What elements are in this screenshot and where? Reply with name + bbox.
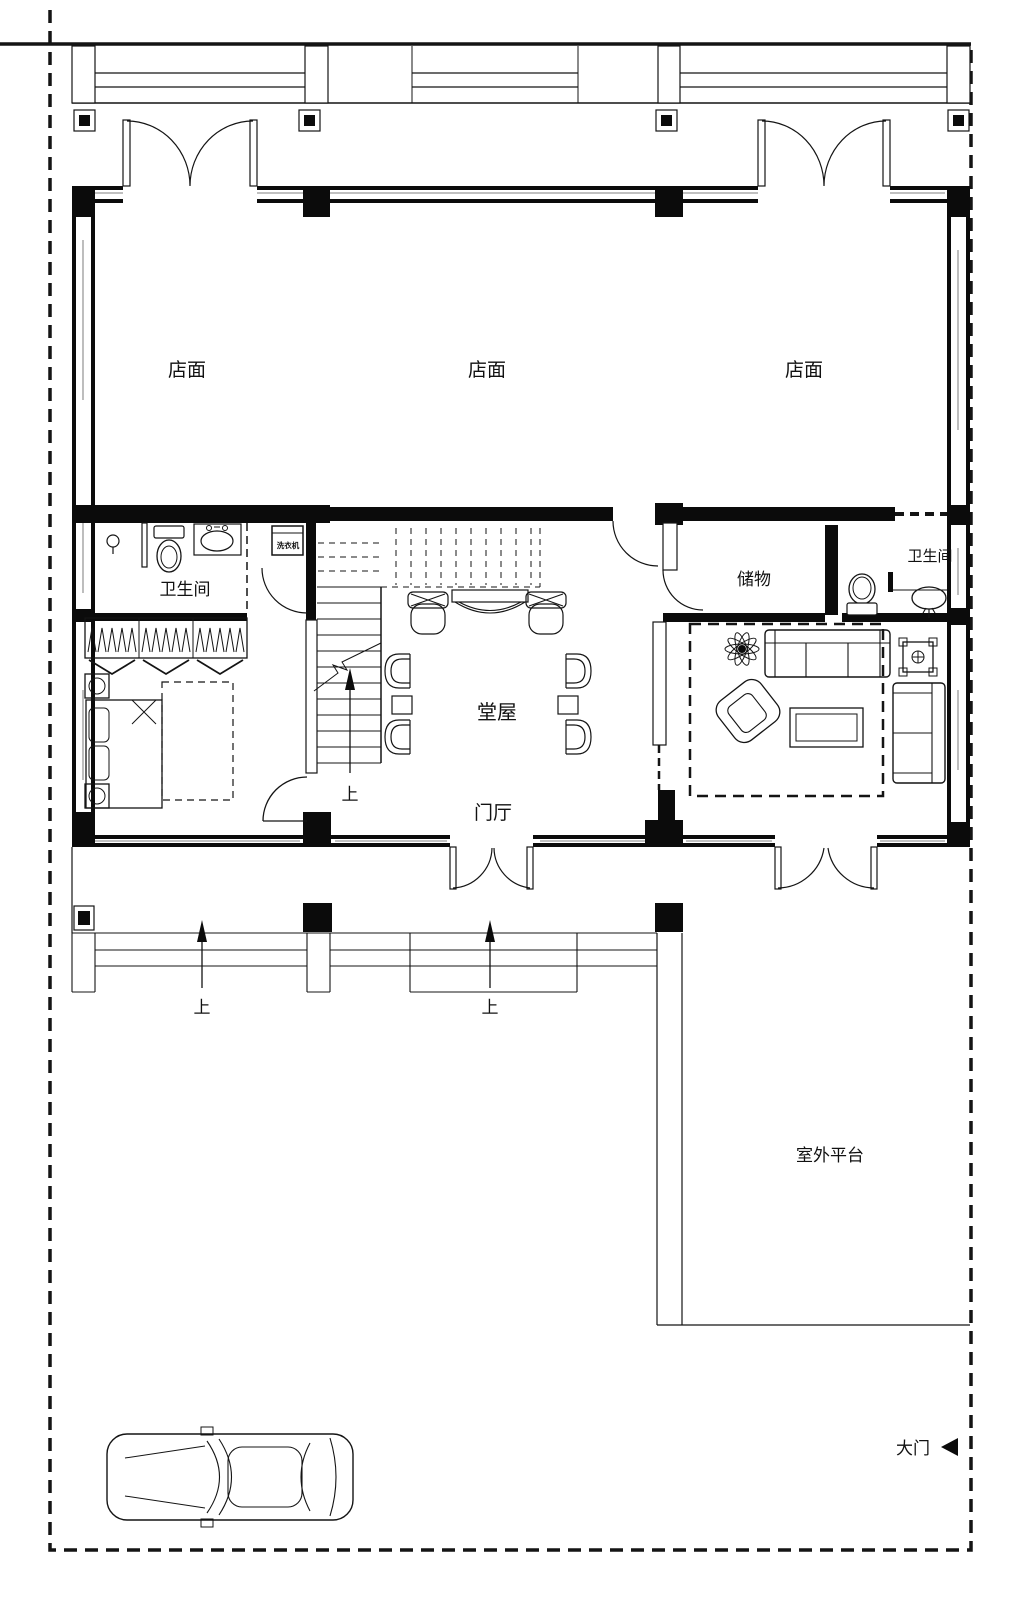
label-up-stairs: 上 (342, 785, 359, 804)
label-main-hall: 堂屋 (477, 701, 517, 724)
label-foyer: 门厅 (474, 802, 512, 824)
bedroom-door (262, 776, 308, 822)
shop-door-left (122, 119, 258, 187)
main-entry-door (449, 846, 534, 890)
side-chairs-right (557, 653, 592, 755)
label-up-steps-left: 上 (194, 998, 211, 1017)
doors (122, 119, 891, 890)
console-table (451, 589, 529, 614)
armchair-left (407, 591, 449, 635)
end-table (898, 637, 938, 677)
shop-door-right (757, 119, 891, 187)
label-shop-right: 店面 (785, 359, 823, 381)
washing-machine-label: 洗衣机 (277, 540, 300, 550)
hall-to-shop-door (612, 520, 659, 567)
bed (84, 673, 234, 809)
label-bathroom-left: 卫生间 (160, 580, 211, 599)
toilet-left (153, 525, 185, 573)
living-room-door (774, 846, 878, 890)
sink-left (193, 523, 242, 556)
label-outdoor-platform: 室外平台 (796, 1146, 864, 1165)
car (106, 1426, 354, 1528)
living-room-furniture (688, 622, 946, 798)
entry-steps (71, 847, 683, 993)
label-shop-left: 店面 (168, 359, 206, 381)
coffee-table (789, 707, 864, 748)
steps-up-arrow-left (197, 920, 207, 988)
label-shop-middle: 店面 (468, 359, 506, 381)
armchair-rotated (715, 678, 781, 744)
outdoor-platform (656, 933, 970, 1326)
hall-furniture (384, 589, 592, 755)
column-markers (73, 109, 970, 132)
gate-arrow-icon (941, 1438, 958, 1456)
rug (688, 622, 885, 798)
label-storage: 储物 (737, 570, 771, 589)
gate-marker (941, 1438, 958, 1456)
bathroom-left-door (261, 567, 308, 614)
sofa-three-seat (764, 629, 891, 678)
toilet-right (846, 573, 878, 616)
armchair-right (525, 591, 567, 635)
stairs-up-arrow (345, 668, 355, 773)
label-main-gate: 大门 (896, 1439, 930, 1458)
upper-floor-band (71, 45, 971, 104)
side-chairs-left (384, 653, 413, 755)
bathroom-right-fixtures (846, 573, 947, 618)
stairs (313, 528, 541, 773)
sofa-right (892, 682, 946, 784)
storage-door (662, 569, 704, 611)
potted-plant (724, 632, 760, 666)
wardrobe (84, 617, 248, 676)
label-up-steps-middle: 上 (482, 998, 499, 1017)
bathroom-left-fixtures: 洗衣机 (106, 523, 304, 573)
label-bathroom-right: 卫生间 (907, 548, 952, 565)
washing-machine-box: 洗衣机 (271, 525, 304, 556)
sink-right (911, 586, 947, 618)
property-boundary (0, 10, 973, 1552)
exterior-walls (72, 186, 970, 847)
steps-up-arrow-middle (485, 920, 495, 988)
interior-walls (72, 503, 970, 790)
